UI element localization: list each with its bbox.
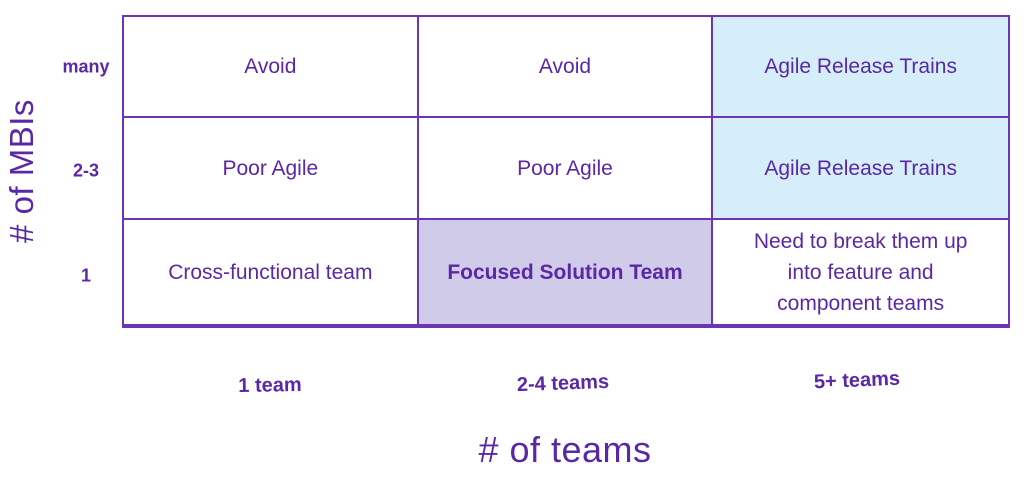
cell-2-3-2-4-teams: Poor Agile bbox=[418, 118, 714, 221]
cell-1-5plus-teams: Need to break them up into feature and c… bbox=[753, 229, 968, 315]
cell-many-2-4-teams: Avoid bbox=[418, 17, 714, 119]
row-label-1: 1 bbox=[80, 265, 92, 286]
row-label-many: many bbox=[62, 56, 110, 77]
x-axis-title: # of teams bbox=[478, 429, 652, 470]
col-label-2-4-teams: 2-4 teams bbox=[516, 370, 610, 397]
row-label-2-3: 2-3 bbox=[72, 160, 100, 181]
cell-many-1-team: Avoid bbox=[124, 17, 419, 119]
cell-many-5plus-teams: Agile Release Trains bbox=[713, 17, 1008, 119]
col-label-1-team: 1 team bbox=[238, 373, 302, 398]
cell-1-2-4-teams: Focused Solution Team bbox=[418, 220, 714, 324]
cell-1-1-team: Cross-functional team bbox=[124, 220, 419, 324]
col-label-5plus-teams: 5+ teams bbox=[813, 367, 901, 394]
cell-2-3-1-team: Poor Agile bbox=[124, 118, 419, 221]
y-axis-title: # of MBIs bbox=[3, 99, 40, 243]
matrix-table: Avoid Avoid Agile Release Trains Poor Ag… bbox=[122, 15, 1010, 328]
cell-2-3-5plus-teams: Agile Release Trains bbox=[713, 118, 1008, 221]
